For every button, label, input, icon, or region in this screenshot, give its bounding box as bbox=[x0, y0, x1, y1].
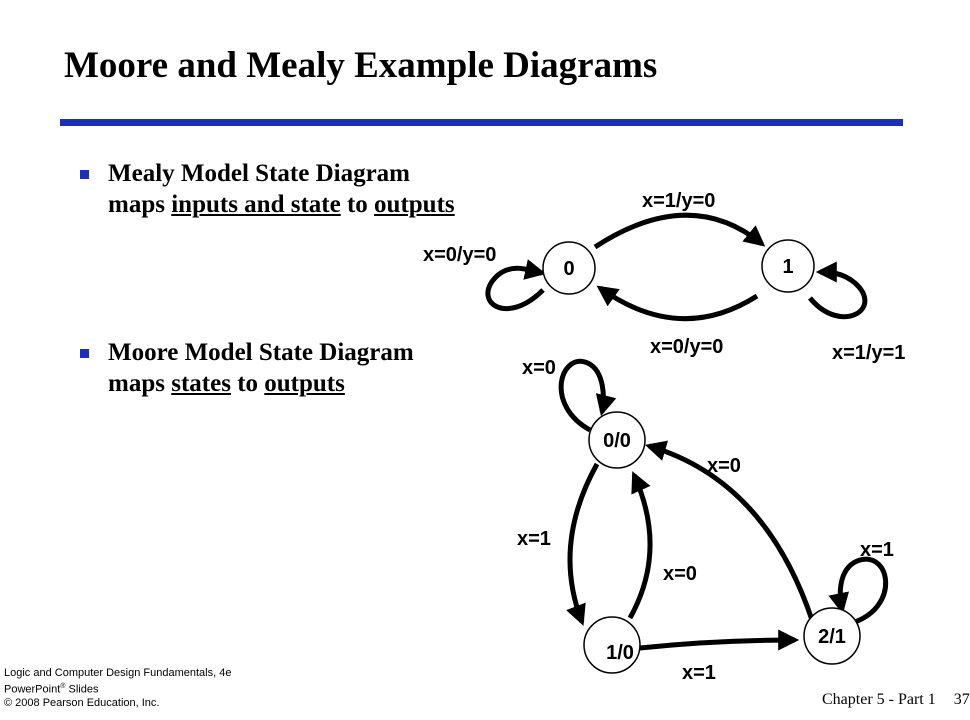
footer-credits: Logic and Computer Design Fundamentals, … bbox=[4, 667, 231, 710]
bullet-moore-line1: Moore Model State Diagram bbox=[108, 339, 414, 366]
footer-copyright: © 2008 Pearson Education, Inc. bbox=[4, 696, 160, 709]
mealy-state-0 bbox=[542, 241, 596, 295]
bullet-mealy-underlined-1: inputs and state bbox=[171, 191, 341, 218]
moore-label-21-to-00: x=0 bbox=[707, 455, 741, 477]
moore-edge-21-to-00 bbox=[644, 440, 815, 621]
footer-powerpoint-line: PowerPoint® Slides bbox=[4, 680, 231, 697]
moore-state-10 bbox=[583, 616, 641, 674]
slide-number: Chapter 5 - Part 1 37 bbox=[822, 691, 970, 709]
bullet-mealy-prefix: maps bbox=[108, 191, 172, 218]
bullet-mealy-underlined-2: outputs bbox=[374, 191, 455, 218]
bullet-mealy-line2: maps inputs and state to outputs bbox=[108, 189, 455, 220]
page-number: 37 bbox=[953, 691, 970, 708]
moore-state-21-label: 2/1 bbox=[818, 626, 846, 648]
page-title: Moore and Mealy Example Diagrams bbox=[64, 45, 658, 86]
mealy-state-1 bbox=[761, 239, 815, 293]
bullet-moore-underlined-2: outputs bbox=[264, 370, 345, 397]
mealy-label-top: x=1/y=0 bbox=[642, 190, 715, 212]
footer-powerpoint: PowerPoint bbox=[4, 683, 61, 696]
mealy-edge-1-to-0 bbox=[596, 285, 759, 322]
square-bullet-icon bbox=[80, 170, 89, 179]
chapter-label: Chapter 5 - Part 1 bbox=[822, 691, 936, 708]
mealy-label-self0: x=0/y=0 bbox=[423, 244, 496, 266]
mealy-label-bottom: x=0/y=0 bbox=[650, 336, 723, 358]
moore-state-00-label: 0/0 bbox=[603, 430, 631, 452]
mealy-label-self1: x=1/y=1 bbox=[832, 342, 905, 364]
moore-label-10-to-00: x=0 bbox=[663, 563, 697, 585]
mealy-state-0-label: 0 bbox=[563, 258, 574, 280]
mealy-diagram: 0 1 x=1/y=0 x=0/y=0 x=0/y=0 x=1/y=1 bbox=[423, 190, 905, 364]
registered-mark: ® bbox=[60, 683, 66, 690]
bullet-mealy-line1: Mealy Model State Diagram bbox=[108, 160, 411, 187]
square-bullet-icon bbox=[80, 349, 89, 358]
footer-book-title: Logic and Computer Design Fundamentals, … bbox=[4, 667, 232, 679]
moore-edge-00-to-10 bbox=[566, 462, 600, 626]
bullet-moore-mid: to bbox=[230, 370, 265, 397]
moore-self-loop-00 bbox=[558, 358, 617, 433]
moore-label-10-to-21: x=1 bbox=[682, 662, 716, 684]
moore-label-00-to-10: x=1 bbox=[517, 528, 551, 550]
bullet-mealy: Mealy Model State Diagram maps inputs an… bbox=[80, 158, 455, 220]
moore-state-00 bbox=[588, 411, 646, 469]
moore-edge-10-to-21 bbox=[639, 629, 800, 651]
mealy-state-1-label: 1 bbox=[782, 256, 793, 278]
moore-label-self00: x=0 bbox=[522, 357, 556, 379]
moore-self-loop-21 bbox=[828, 556, 889, 625]
moore-edge-10-to-00 bbox=[627, 471, 653, 620]
moore-state-10-label: 1/0 bbox=[606, 642, 634, 664]
title-underline bbox=[60, 119, 903, 126]
moore-state-21 bbox=[803, 607, 861, 665]
bullet-moore: Moore Model State Diagram maps states to… bbox=[80, 337, 414, 399]
moore-diagram: 0/0 1/0 2/1 x=0 x=0 x=1 x=0 x=1 x=1 bbox=[517, 357, 894, 684]
bullet-moore-line2: maps states to outputs bbox=[108, 368, 414, 399]
footer-slides: Slides bbox=[65, 683, 99, 696]
moore-label-self21: x=1 bbox=[860, 539, 894, 561]
mealy-self-loop-1 bbox=[808, 261, 868, 320]
mealy-self-loop-0 bbox=[485, 259, 547, 312]
bullet-mealy-mid: to bbox=[340, 191, 375, 218]
bullet-moore-prefix: maps bbox=[108, 370, 172, 397]
bullet-moore-underlined-1: states bbox=[171, 370, 231, 397]
mealy-edge-0-to-1 bbox=[593, 212, 766, 250]
